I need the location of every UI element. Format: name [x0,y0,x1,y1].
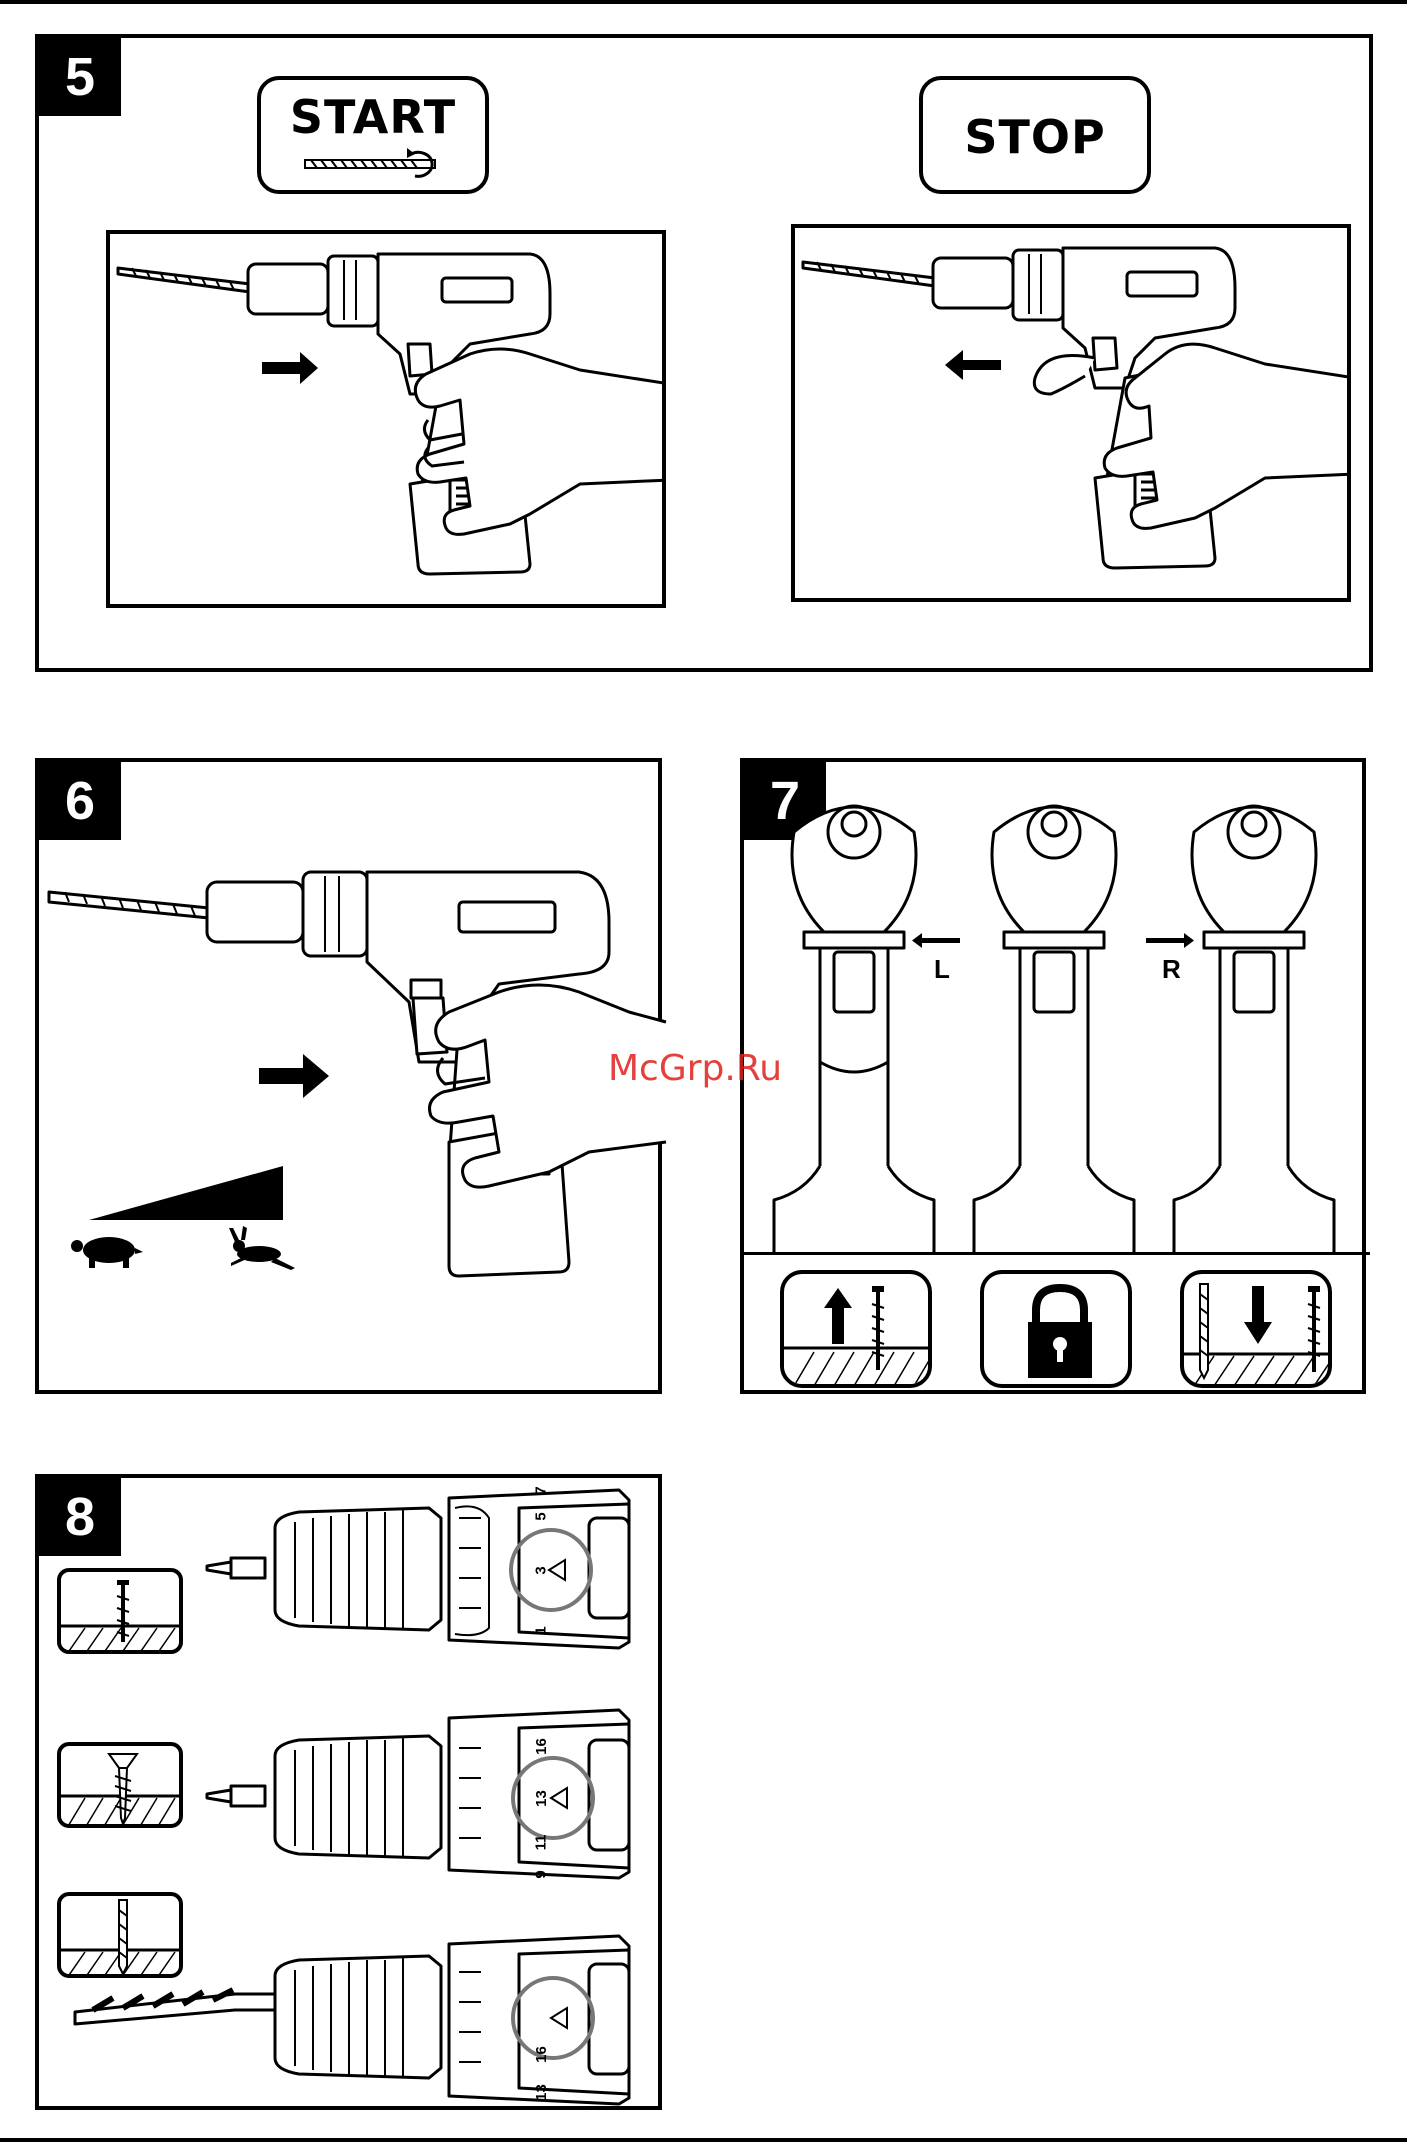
dial-setting: 13 [533,2084,550,2101]
torque-settings-drawing [39,1478,666,2114]
dial-setting: 7 [533,1486,550,1494]
top-rule [0,0,1407,4]
figure-6-panel: 6 [35,758,662,1394]
drill-start-illustration [106,230,666,608]
drill-trigger-pressed-drawing [110,234,666,608]
dial-setting: 13 [533,1790,550,1807]
drill-trigger-released-drawing [795,228,1351,602]
dial-setting: 9 [533,1870,550,1878]
drill-stop-illustration [791,224,1351,602]
dial-setting: 11 [532,1835,549,1851]
figure-number: 5 [39,38,121,116]
left-direction-label: L [934,954,950,985]
figure-7-panel: 7 [740,758,1366,1394]
dial-setting: 16 [533,1738,550,1755]
dial-setting: 16 [533,2046,550,2063]
start-label-box: START [257,76,489,194]
stop-label-box: STOP [919,76,1151,194]
figure-5-panel: 5 START STOP [35,34,1373,672]
figure-8-panel: 8 [35,1474,662,2110]
rabbit-icon [39,762,666,1398]
watermark: McGrp.Ru [608,1048,782,1089]
bottom-rule [0,2138,1407,2142]
dial-setting: 5 [533,1512,550,1520]
lock-icon [980,1270,1132,1388]
right-direction-label: R [1162,954,1181,985]
dial-setting: 3 [533,1566,550,1574]
stop-label: STOP [923,110,1147,164]
drill-bit-rotation-icon [261,80,493,198]
dial-setting: 1 [533,1626,550,1634]
reverse-unscrew-icon [780,1270,932,1388]
forward-screw-drill-icon [1180,1270,1332,1388]
